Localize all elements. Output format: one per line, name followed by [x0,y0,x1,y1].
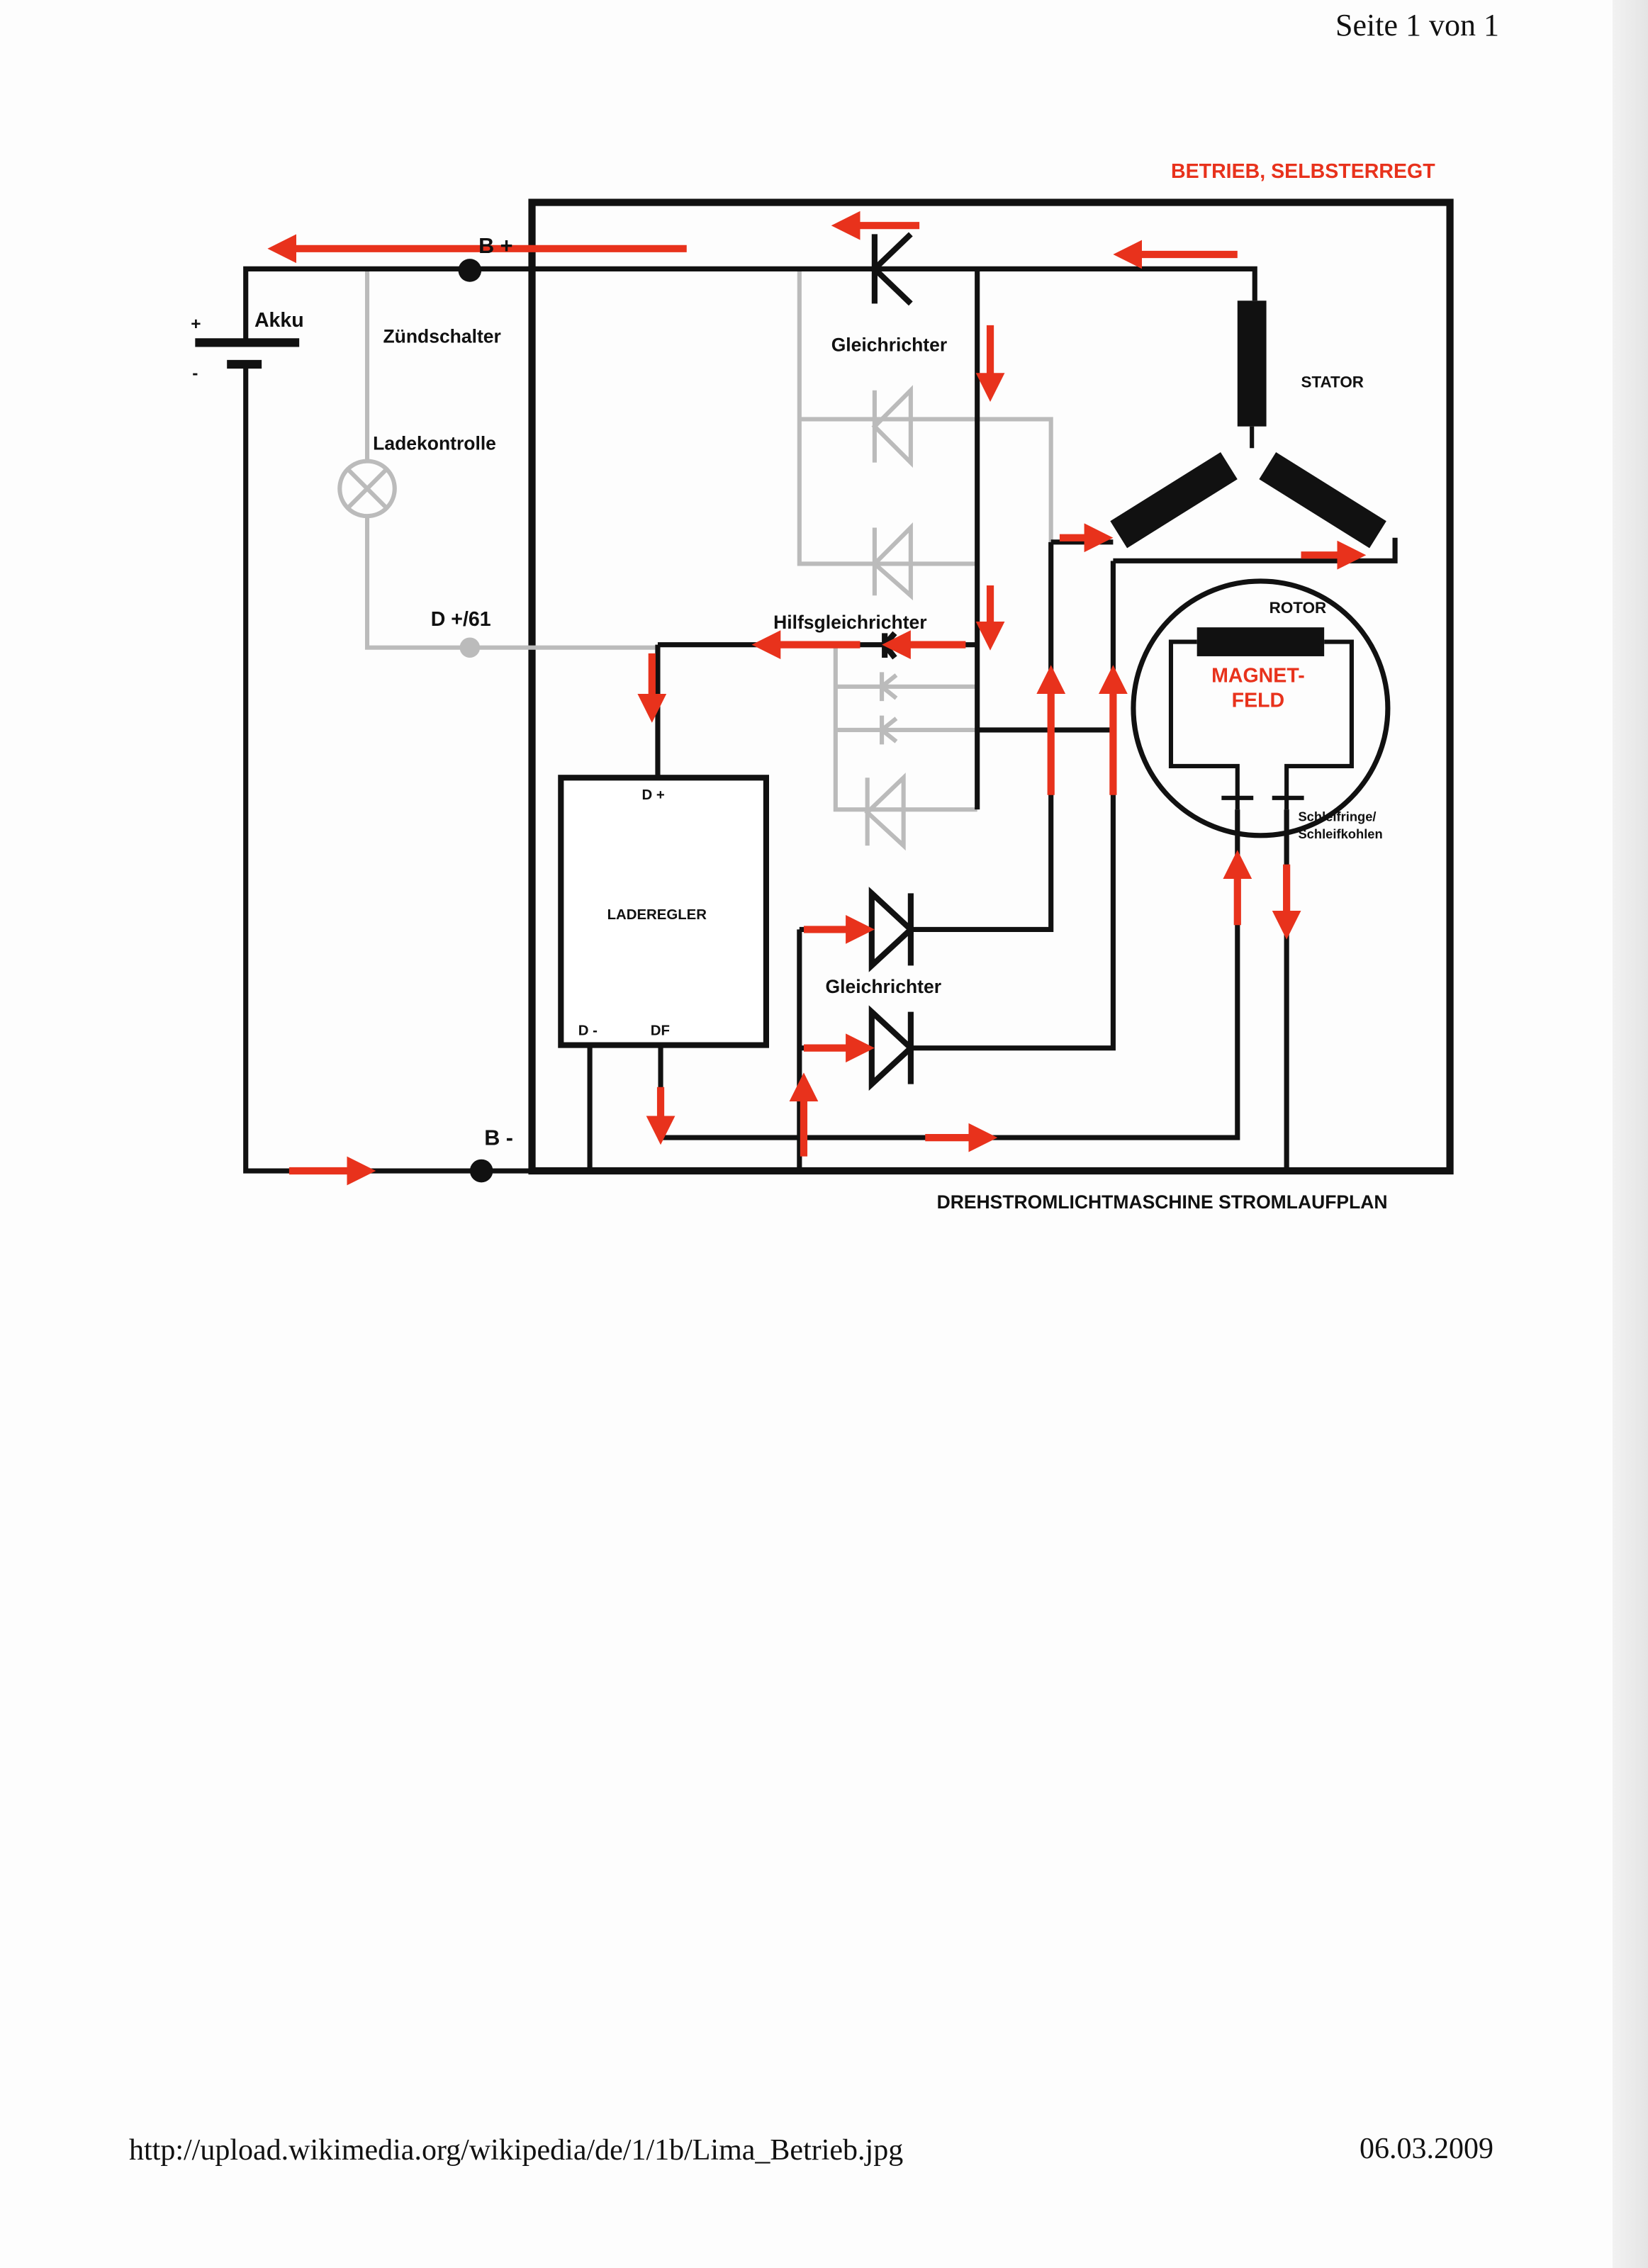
label-schleifringe-1: Schleifringe/ [1298,809,1376,824]
label-ladekontrolle: Ladekontrolle [373,432,496,454]
label-regler-df: DF [651,1023,670,1038]
label-minus: - [192,364,198,383]
diagram-caption: DREHSTROMLICHTMASCHINE STROMLAUFPLAN [937,1191,1388,1213]
rotor-circle [1131,578,1391,838]
battery-icon [195,338,300,369]
stator-coils [1110,301,1386,549]
label-magnetfeld-1: MAGNET- [1211,665,1305,687]
label-magnetfeld-2: FELD [1232,689,1285,712]
field-circuit [1168,639,1354,810]
active-wiring [243,266,1450,1174]
label-hilfsgleichrichter: Hilfsgleichrichter [773,612,926,633]
print-date: 06.03.2009 [1360,2133,1493,2165]
field-winding [1196,627,1325,656]
label-b-minus: B - [484,1125,513,1150]
charge-lamp-icon [337,459,397,519]
label-akku: Akku [254,309,304,332]
label-gleichrichter-top: Gleichrichter [831,335,947,356]
page-edge [1613,0,1648,2268]
current-flow-arrows [267,210,1367,1186]
mode-title: BETRIEB, SELBSTERREGT [1171,160,1435,183]
label-zuendschalter: Zündschalter [383,325,500,347]
b-plus-terminal [458,259,482,282]
label-gleichrichter-bottom: Gleichrichter [826,976,941,997]
laderegler-box [558,775,769,1048]
label-schleifringe-2: Schleifkohlen [1298,826,1382,841]
label-regler-d-minus: D - [578,1023,598,1038]
inactive-diodes [864,385,913,851]
label-rotor: ROTOR [1269,599,1327,617]
b-minus-terminal [469,1159,493,1183]
label-stator: STATOR [1301,374,1364,391]
source-url: http://upload.wikimedia.org/wikipedia/de… [129,2134,904,2167]
label-d61: D +/61 [431,608,491,631]
rectifier-diodes [868,232,915,1091]
label-laderegler: LADEREGLER [607,907,707,923]
inactive-wiring [364,269,1053,812]
label-regler-d-plus: D + [642,787,665,803]
label-plus: + [191,315,201,334]
d61-terminal [459,637,481,658]
label-b-plus: B + [478,234,512,258]
page-number: Seite 1 von 1 [1335,8,1499,43]
